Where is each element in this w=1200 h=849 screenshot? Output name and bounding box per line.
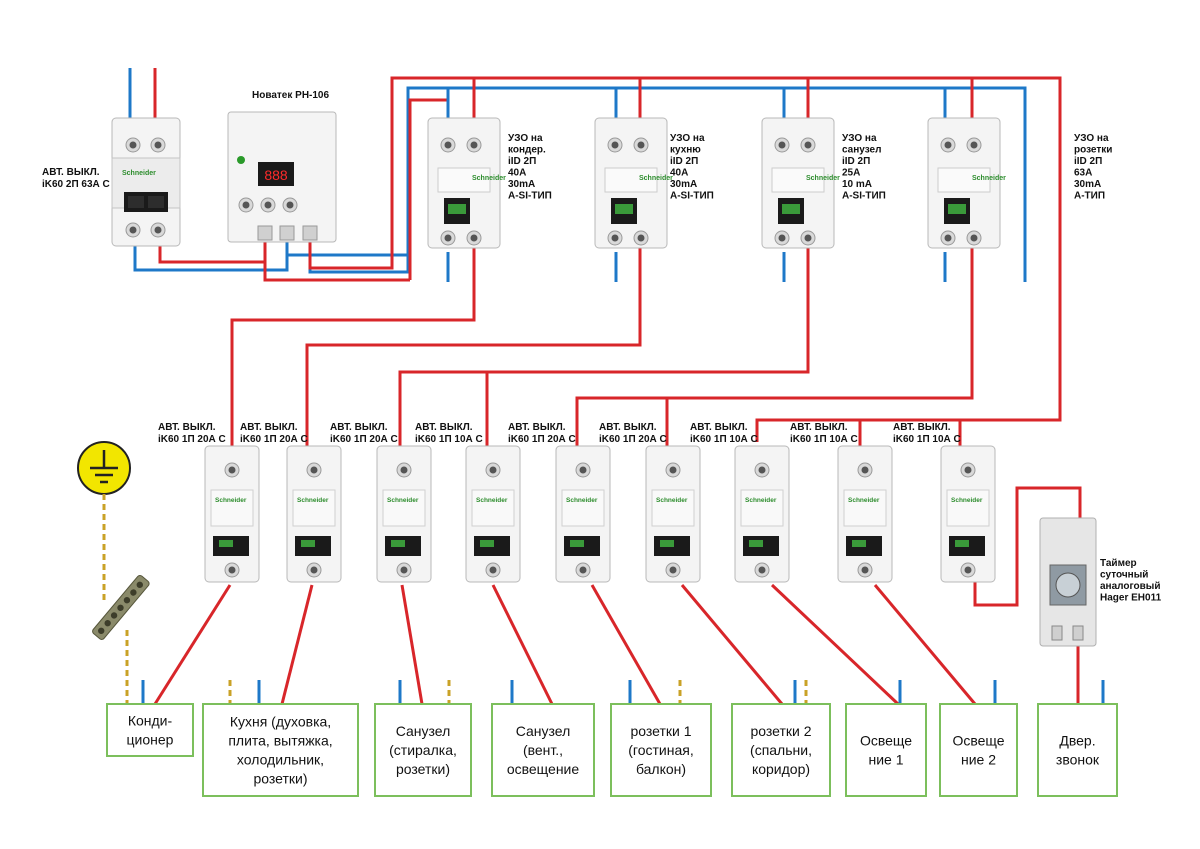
rcd2-to-breaker2-wire	[305, 248, 642, 446]
svg-text:Schneider: Schneider	[472, 175, 506, 182]
breaker-label-6: АВТ. ВЫКЛ.iK60 1П 20А С	[599, 422, 667, 445]
relay-neutral-link-wire	[285, 238, 410, 257]
relay-out-phase-wire	[408, 98, 448, 280]
breaker-label-2: АВТ. ВЫКЛ.iK60 1П 20А С	[240, 422, 308, 445]
load-box-1	[106, 703, 194, 757]
timer-dial-icon	[1055, 572, 1081, 598]
breaker-8: Schneider	[837, 445, 893, 583]
breaker-label-8: АВТ. ВЫКЛ.iK60 1П 10А С	[790, 422, 858, 445]
svg-text:Schneider: Schneider	[656, 497, 688, 504]
svg-text:Schneider: Schneider	[566, 497, 598, 504]
ground-symbol-icon	[77, 441, 131, 495]
load-box-7	[845, 703, 927, 797]
load2-phase-wire	[280, 584, 314, 705]
load5-phase-wire	[590, 584, 662, 705]
breaker-label-5: АВТ. ВЫКЛ.iK60 1П 20А С	[508, 422, 576, 445]
load-box-5	[610, 703, 712, 797]
timer-device	[1039, 517, 1097, 647]
load-box-4	[491, 703, 595, 797]
breaker-label-1: АВТ. ВЫКЛ.iK60 1П 20А С	[158, 422, 226, 445]
breaker9-to-timer-wire	[973, 486, 1082, 607]
load1-phase-wire	[153, 584, 232, 705]
main-breaker: Schneider	[111, 117, 181, 247]
breaker-label-4: АВТ. ВЫКЛ.iK60 1П 10А С	[415, 422, 483, 445]
breaker-7: Schneider	[734, 445, 790, 583]
breaker-3: Schneider	[376, 445, 432, 583]
rcd-device-3: Schneider	[761, 117, 840, 249]
load-label-5: розетки 1(гостиная,балкон)	[628, 723, 693, 777]
voltage-relay: 888	[227, 111, 337, 243]
load-label-2: Кухня (духовка,плита, вытяжка,холодильни…	[228, 714, 332, 787]
load6-phase-wire	[680, 584, 784, 705]
load4-phase-wire	[491, 584, 554, 705]
breaker-label-3: АВТ. ВЫКЛ.iK60 1П 20А С	[330, 422, 398, 445]
svg-text:Schneider: Schneider	[639, 175, 673, 182]
svg-text:Schneider: Schneider	[476, 497, 508, 504]
load-label-4: Санузел(вент.,освещение	[507, 723, 580, 777]
rcd4-to-breaker5-wire	[575, 248, 974, 446]
load-label-6: розетки 2(спальни,коридор)	[750, 723, 812, 777]
rcd-device-1: Schneider	[427, 117, 506, 249]
rcd3-to-breaker3-wire	[398, 248, 810, 446]
earth-busbar	[92, 574, 150, 640]
load8-phase-wire	[873, 584, 977, 705]
rcd-device-2: Schneider	[594, 117, 673, 249]
svg-text:Schneider: Schneider	[806, 175, 840, 182]
breaker-label-7: АВТ. ВЫКЛ.iK60 1П 10А С	[690, 422, 758, 445]
load-box-8	[939, 703, 1018, 797]
rcd1-to-breaker1-wire	[230, 248, 476, 446]
svg-text:Schneider: Schneider	[297, 497, 329, 504]
load-label-3: Санузел(стиралка,розетки)	[389, 723, 457, 777]
svg-text:Schneider: Schneider	[215, 497, 247, 504]
breaker-1: Schneider	[204, 445, 260, 583]
breaker-5: Schneider	[555, 445, 611, 583]
load-label-1: Конди-ционер	[127, 713, 174, 748]
svg-text:Schneider: Schneider	[848, 497, 880, 504]
load7-phase-wire	[770, 583, 900, 706]
load-box-9	[1037, 703, 1118, 797]
breaker-2: Schneider	[286, 445, 342, 583]
breaker-label-9: АВТ. ВЫКЛ.iK60 1П 10А С	[893, 422, 961, 445]
load3-phase-wire	[400, 584, 424, 705]
main-breaker-label: АВТ. ВЫКЛ.iK60 2П 63А С	[42, 167, 110, 190]
relay-display: 888	[264, 167, 288, 183]
phase-bus-wire	[308, 76, 1062, 442]
breaker-6: Schneider	[645, 445, 701, 583]
main-to-relay-phase-wire	[158, 238, 267, 264]
load-label-9: Двер.звонок	[1056, 733, 1100, 768]
load-box-2	[202, 703, 359, 797]
breaker-9: Schneider	[940, 445, 996, 583]
svg-text:Schneider: Schneider	[387, 497, 419, 504]
breaker-4: Schneider	[465, 445, 521, 583]
relay-title: Новатек РН-106	[252, 90, 329, 101]
svg-text:Schneider: Schneider	[745, 497, 777, 504]
svg-text:Schneider: Schneider	[951, 497, 983, 504]
svg-text:Schneider: Schneider	[972, 175, 1006, 182]
relay-phase-link-wire	[263, 252, 410, 282]
load-box-3	[374, 703, 472, 797]
relay-led-icon	[237, 156, 245, 164]
rcd-device-4: Schneider	[927, 117, 1006, 249]
load-box-6	[731, 703, 831, 797]
schneider-logo: Schneider	[122, 170, 156, 177]
